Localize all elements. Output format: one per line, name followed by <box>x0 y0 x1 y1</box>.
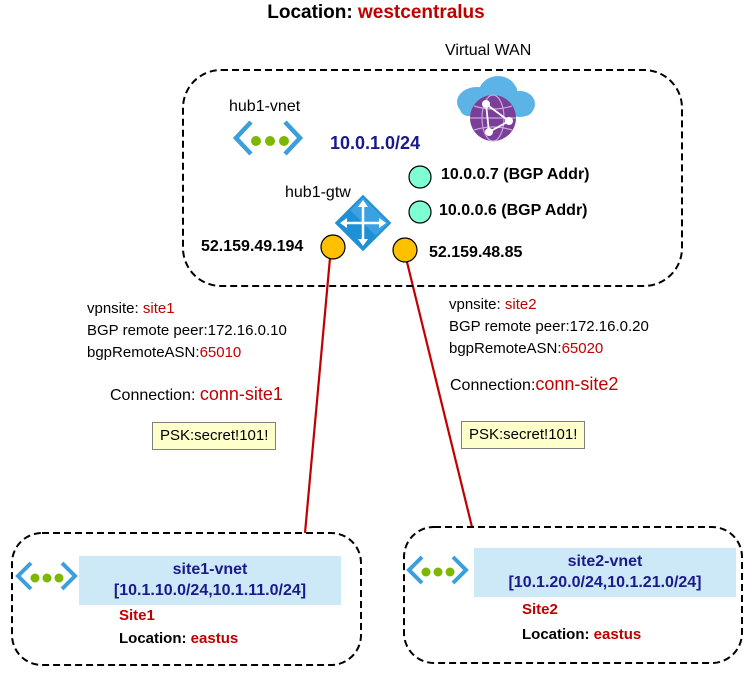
site2-bgp-peer: BGP remote peer:172.16.0.20 <box>449 318 649 335</box>
bgp-address-dot-2 <box>408 200 432 224</box>
bgp-address-dot-1 <box>408 165 432 189</box>
site2-vnet-label-box: site2-vnet [10.1.20.0/24,10.1.21.0/24] <box>474 548 736 597</box>
bgp-address-1: 10.0.0.7 (BGP Addr) <box>441 166 590 183</box>
site2-location-label: Location: <box>522 626 590 643</box>
site2-vpnsite-value: site2 <box>504 296 537 313</box>
site1-bgp-peer: BGP remote peer:172.16.0.10 <box>87 322 287 339</box>
site1-connection: Connection: conn-site1 <box>110 384 283 405</box>
site1-vnet-icon <box>15 561 78 591</box>
site2-vnet-prefixes: [10.1.20.0/24,10.1.21.0/24] <box>508 574 702 591</box>
site1-location-label: Location: <box>119 630 187 647</box>
site1-asn: bgpRemoteASN:65010 <box>87 344 241 361</box>
virtual-wan-label: Virtual WAN <box>445 42 532 59</box>
site1-vpnsite-value: site1 <box>142 300 175 317</box>
virtual-wan-boundary <box>182 69 683 287</box>
site2-connection-value: conn-site2 <box>535 374 619 394</box>
site2-name: Site2 <box>522 601 558 618</box>
site2-vnet-icon <box>406 555 469 585</box>
site1-asn-label: bgpRemoteASN: <box>87 344 200 361</box>
site1-location-value: eastus <box>190 630 239 647</box>
site1-psk-box: PSK:secret!101! <box>152 422 277 450</box>
site2-vnet-name: site2-vnet <box>567 553 643 570</box>
site1-vnet-name: site1-vnet <box>172 561 248 578</box>
location-value: westcentralus <box>358 2 485 23</box>
hub-vnet-prefix: 10.0.1.0/24 <box>330 133 421 153</box>
public-ip-dot-2 <box>392 237 418 263</box>
site2-psk-box: PSK:secret!101! <box>461 421 586 449</box>
public-ip-1: 52.159.49.194 <box>201 238 304 255</box>
site2-vpnsite: vpnsite: site2 <box>449 296 537 313</box>
site1-boundary <box>11 532 362 666</box>
site2-asn-value: 65020 <box>561 340 604 357</box>
hub-vnet-name: hub1-vnet <box>229 98 301 115</box>
link-site2 <box>404 257 474 528</box>
site2-connection: Connection:conn-site2 <box>450 374 618 395</box>
site1-connection-value: conn-site1 <box>199 384 283 404</box>
site1-asn-value: 65010 <box>199 344 242 361</box>
site1-vnet-label-box: site1-vnet [10.1.10.0/24,10.1.11.0/24] <box>79 556 341 605</box>
site1-connection-label: Connection: <box>110 387 196 404</box>
diagram-title: Location: westcentralus <box>0 2 752 24</box>
site1-vpnsite: vpnsite: site1 <box>87 300 175 317</box>
link-site1 <box>303 257 332 534</box>
bgp-address-2: 10.0.0.6 (BGP Addr) <box>439 202 588 219</box>
virtual-wan-cloud-icon <box>457 76 535 142</box>
site2-location-value: eastus <box>593 626 642 643</box>
site1-name: Site1 <box>119 607 155 624</box>
hub-vnet-icon <box>232 120 304 156</box>
gateway-name: hub1-gtw <box>285 184 351 201</box>
site2-asn: bgpRemoteASN:65020 <box>449 340 603 357</box>
site1-location: Location: eastus <box>119 630 238 647</box>
site2-asn-label: bgpRemoteASN: <box>449 340 562 357</box>
location-label: Location: <box>267 2 353 23</box>
site1-vnet-prefixes: [10.1.10.0/24,10.1.11.0/24] <box>113 582 307 599</box>
public-ip-dot-1 <box>320 234 346 260</box>
site2-location: Location: eastus <box>522 626 641 643</box>
site1-vpnsite-label: vpnsite: <box>87 300 139 317</box>
site2-vpnsite-label: vpnsite: <box>449 296 501 313</box>
site2-boundary <box>403 526 743 664</box>
site2-connection-label: Connection: <box>450 377 536 394</box>
public-ip-2: 52.159.48.85 <box>429 244 523 261</box>
